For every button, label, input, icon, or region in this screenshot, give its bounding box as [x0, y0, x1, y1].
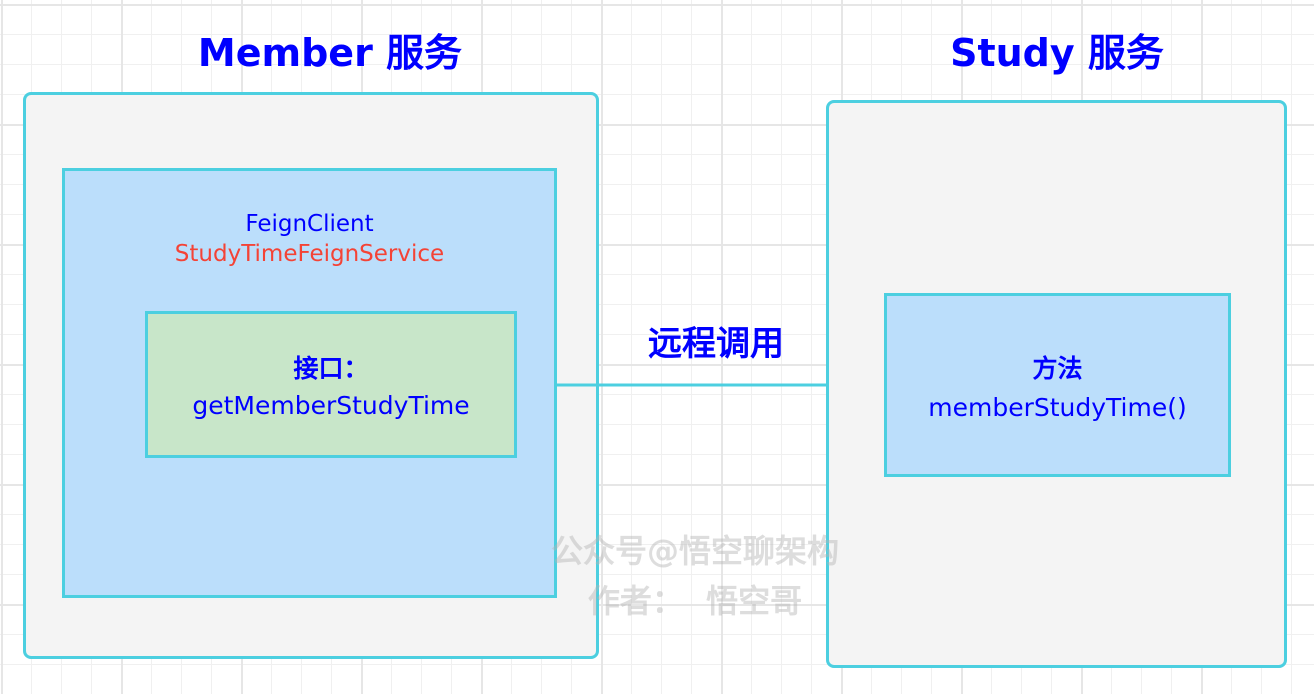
method-label: 方法: [1032, 353, 1083, 383]
watermark-line2: 作者： 悟空哥: [587, 582, 803, 620]
interface-box: 接口： getMemberStudyTime: [145, 311, 517, 458]
feign-service-name: StudyTimeFeignService: [174, 241, 445, 267]
method-box: 方法 memberStudyTime(): [884, 293, 1231, 477]
interface-name: getMemberStudyTime: [192, 391, 470, 420]
method-name: memberStudyTime(): [928, 392, 1187, 422]
study-service-title: Study 服务: [950, 31, 1164, 75]
watermark-line1: 公众号@悟空聊架构: [550, 532, 839, 570]
remote-call-label: 远程调用: [648, 324, 784, 364]
interface-label: 接口：: [293, 354, 369, 383]
member-service-title: Member 服务: [197, 31, 463, 75]
feign-client-label: FeignClient: [245, 211, 374, 237]
